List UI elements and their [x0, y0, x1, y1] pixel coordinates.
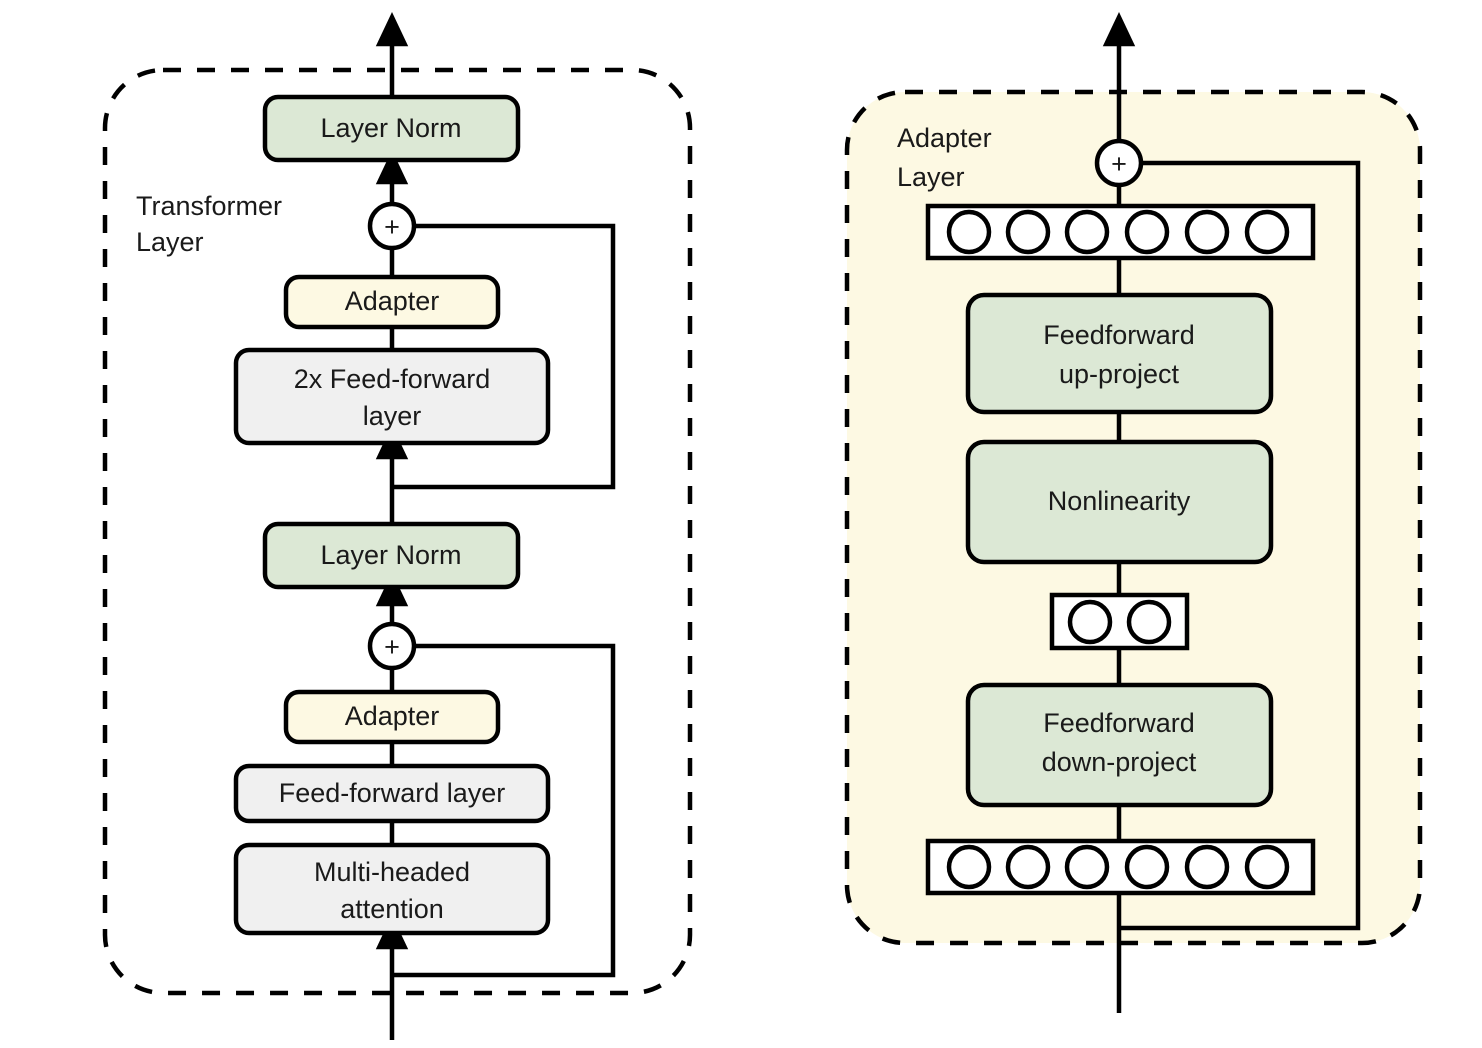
- vector-output-unit: [1124, 209, 1170, 255]
- vector-output-unit: [1184, 209, 1230, 255]
- transformer-layer-title-line1: Transformer: [136, 191, 282, 221]
- block-multi-headed-attention-shape: [233, 842, 551, 936]
- top-residual-skip: [392, 223, 616, 490]
- adder-adapter-circle: [1094, 138, 1144, 188]
- block-adapter-bottom-label: Adapter: [345, 701, 440, 731]
- block-feed-forward-layer-label: Feed-forward layer: [279, 778, 506, 808]
- block-adapter-bottom[interactable]: Adapter: [283, 689, 501, 745]
- vector-input-unit: [1244, 844, 1290, 890]
- vector-bottleneck-unit: [1067, 599, 1113, 645]
- adder-bottom-symbol: +: [384, 632, 400, 662]
- block-feedforward-up-project-label-line2: up-project: [1059, 359, 1180, 389]
- block-layer-norm-bottom-label: Layer Norm: [320, 540, 461, 570]
- block-multi-headed-attention-label-line1: Multi-headed: [314, 857, 470, 887]
- block-nonlinearity[interactable]: Nonlinearity: [965, 439, 1274, 565]
- block-feed-forward-layer[interactable]: Feed-forward layer: [233, 763, 551, 824]
- block-multi-headed-attention-label-line2: attention: [340, 894, 444, 924]
- adder-top-circle: [367, 201, 417, 251]
- block-layer-norm-top[interactable]: Layer Norm: [262, 94, 521, 163]
- block-layer-norm-bottom-shape: [262, 521, 521, 590]
- transformer-layer-title-line2: Layer: [136, 227, 204, 257]
- block-multi-headed-attention[interactable]: Multi-headed attention: [233, 842, 551, 936]
- vector-output-unit: [1005, 209, 1051, 255]
- adapter-layer-title-line1: Adapter: [897, 123, 992, 153]
- block-feedforward-up-project-shape: [965, 292, 1274, 415]
- block-feedforward-up-project-label-line1: Feedforward: [1043, 320, 1195, 350]
- vector-input[interactable]: [925, 838, 1316, 896]
- adder-top[interactable]: +: [367, 201, 417, 251]
- vector-input-unit: [1124, 844, 1170, 890]
- block-layer-norm-top-shape: [262, 94, 521, 163]
- adder-adapter-symbol: +: [1111, 149, 1127, 179]
- vector-input-unit: [1064, 844, 1110, 890]
- block-feed-forward-2x-shape: [233, 347, 551, 446]
- transformer-layer-connections: [375, 11, 616, 1040]
- block-feed-forward-2x-label-line2: layer: [363, 401, 422, 431]
- vector-bottleneck-unit: [1126, 599, 1172, 645]
- block-adapter-top-shape: [283, 274, 501, 330]
- vector-output-unit: [1244, 209, 1290, 255]
- block-feed-forward-2x[interactable]: 2x Feed-forward layer: [233, 347, 551, 446]
- adder-bottom-circle: [367, 621, 417, 671]
- block-feed-forward-layer-shape: [233, 763, 551, 824]
- bottom-residual-skip: [392, 643, 616, 978]
- block-layer-norm-top-label: Layer Norm: [320, 113, 461, 143]
- adapter-layer-panel: Adapter Layer +: [844, 11, 1423, 1013]
- vector-bottleneck[interactable]: [1049, 592, 1190, 651]
- block-adapter-top[interactable]: Adapter: [283, 274, 501, 330]
- block-layer-norm-bottom[interactable]: Layer Norm: [262, 521, 521, 590]
- vector-output-unit: [1064, 209, 1110, 255]
- vector-input-unit: [1184, 844, 1230, 890]
- transformer-layer-panel: Transformer Layer: [102, 11, 693, 1040]
- vector-output[interactable]: [925, 203, 1316, 261]
- adapter-residual-skip: [1119, 160, 1361, 931]
- adapter-layer-connections: [1102, 11, 1361, 1013]
- adder-bottom[interactable]: +: [367, 621, 417, 671]
- block-nonlinearity-shape: [965, 439, 1274, 565]
- block-feed-forward-2x-label-line1: 2x Feed-forward: [294, 364, 491, 394]
- block-feedforward-down-project-label-line2: down-project: [1042, 747, 1197, 777]
- block-feedforward-down-project[interactable]: Feedforward down-project: [965, 682, 1274, 808]
- vector-input-unit: [946, 844, 992, 890]
- vector-input-unit: [1005, 844, 1051, 890]
- block-nonlinearity-label: Nonlinearity: [1048, 486, 1191, 516]
- adapter-layer-title-line2: Layer: [897, 162, 965, 192]
- block-adapter-bottom-shape: [283, 689, 501, 745]
- block-feedforward-down-project-shape: [965, 682, 1274, 808]
- block-adapter-top-label: Adapter: [345, 286, 440, 316]
- adder-top-symbol: +: [384, 212, 400, 242]
- block-feedforward-down-project-label-line1: Feedforward: [1043, 708, 1195, 738]
- vector-output-unit: [946, 209, 992, 255]
- adder-adapter[interactable]: +: [1094, 138, 1144, 188]
- block-feedforward-up-project[interactable]: Feedforward up-project: [965, 292, 1274, 415]
